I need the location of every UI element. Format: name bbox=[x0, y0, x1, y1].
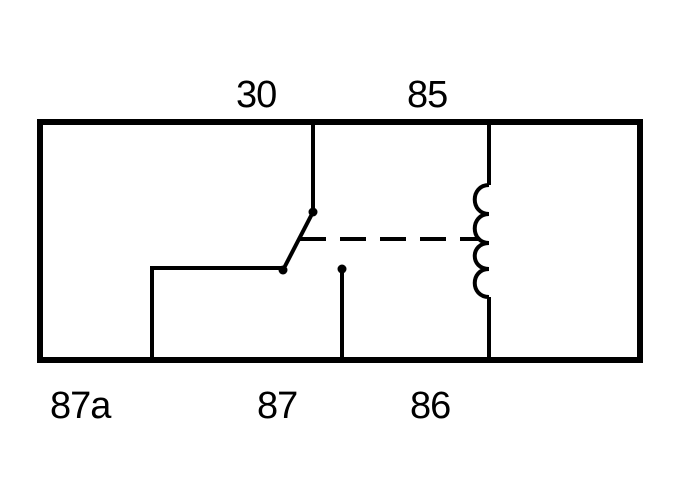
nc-contact-wire bbox=[150, 266, 283, 360]
switch-arm bbox=[281, 211, 315, 271]
pin-label-87a: 87a bbox=[50, 385, 111, 427]
pin-label-85: 85 bbox=[407, 74, 448, 116]
pin-label-30: 30 bbox=[236, 74, 277, 116]
coil-winding bbox=[472, 183, 490, 299]
pin-label-86: 86 bbox=[410, 385, 451, 427]
switch-pivot bbox=[308, 207, 318, 217]
pin-label-87: 87 bbox=[257, 385, 298, 427]
